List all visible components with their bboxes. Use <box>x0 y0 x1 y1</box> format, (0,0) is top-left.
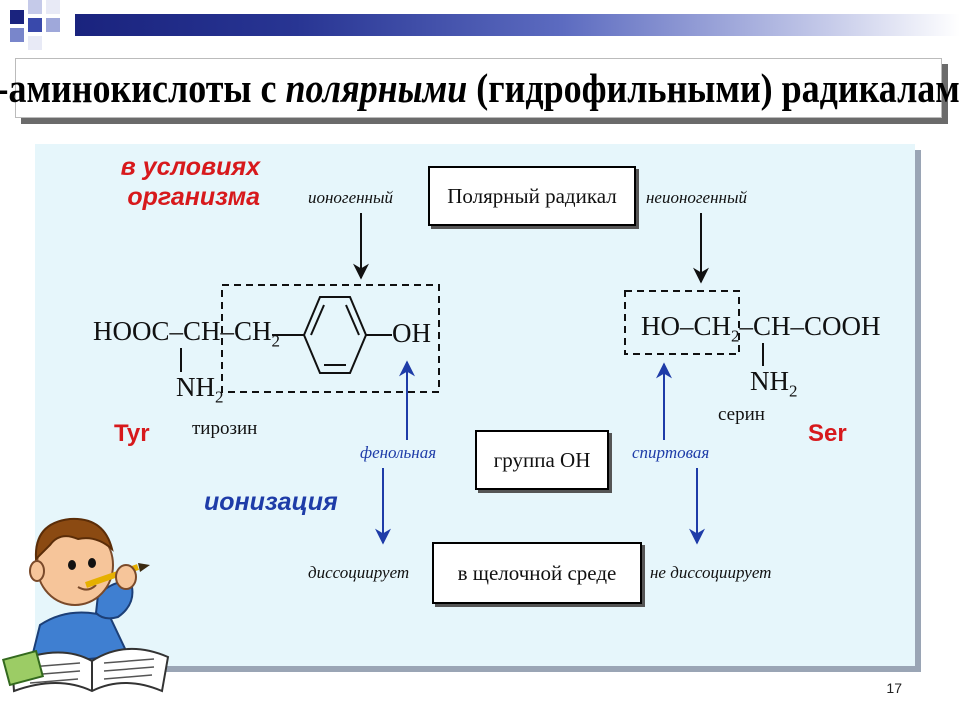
student-clipart <box>1 517 170 693</box>
title-prefix: α-аминокислоты с <box>0 65 286 111</box>
serine-ho-ch: HO–CH <box>641 311 732 341</box>
serine-name: серин <box>718 404 765 425</box>
page-number: 17 <box>886 680 902 696</box>
serine-abbr: Ser <box>808 420 847 447</box>
tyrosine-nh2: NH2 <box>176 372 224 407</box>
oh-group-box: группа ОН <box>475 430 609 490</box>
slide-title: α-аминокислоты с полярными (гидрофильным… <box>0 64 960 112</box>
tyrosine-formula: HOOC–CH–CH2 <box>93 316 280 351</box>
alkaline-medium-box: в щелочной среде <box>432 542 642 604</box>
dissociates-note: диссоциирует <box>308 563 410 582</box>
not-dissociates-note: не диссоциирует <box>650 563 772 582</box>
serine-ch2-subscript: 2 <box>731 326 740 346</box>
tyrosine-oh: OH <box>392 318 431 348</box>
serine-nh-text: NH <box>750 366 789 396</box>
conditions-label: в условиях организма <box>120 153 260 211</box>
polar-radical-box: Полярный радикал <box>428 166 636 226</box>
logo-squares <box>0 0 75 60</box>
alkaline-medium-text: в щелочной среде <box>457 560 617 585</box>
tyrosine-name: тирозин <box>192 418 258 439</box>
tyrosine-formula-main: HOOC–CH–CH <box>93 316 272 346</box>
serine-ch-cooh: –CH–COOH <box>739 311 881 341</box>
tyrosine-abbr: Tyr <box>114 420 150 447</box>
tyrosine-ch2-subscript: 2 <box>271 331 281 351</box>
header-bar <box>75 14 960 36</box>
title-suffix: (гидрофильными) радикалами <box>467 65 960 111</box>
slide-title-box: α-аминокислоты с полярными (гидрофильным… <box>0 58 960 118</box>
title-emphasis: полярными <box>285 65 468 111</box>
serine-nh2: NH2 <box>750 366 798 401</box>
polar-radical-text: Полярный радикал <box>447 183 617 208</box>
ionogenic-note: ионогенный <box>308 188 393 207</box>
ionization-label: ионизация <box>204 488 338 516</box>
phenolic-note: фенольная <box>360 443 437 462</box>
serine-nh2-subscript: 2 <box>789 381 798 401</box>
serine-formula: HO–CH2–CH–COOH <box>641 311 881 346</box>
tyrosine-nh-text: NH <box>176 372 215 402</box>
alcoholic-note: спиртовая <box>632 443 710 462</box>
nonionogenic-note: неионогенный <box>646 188 747 207</box>
oh-group-text: группа ОН <box>493 447 591 472</box>
tyrosine-nh2-subscript: 2 <box>215 387 224 407</box>
